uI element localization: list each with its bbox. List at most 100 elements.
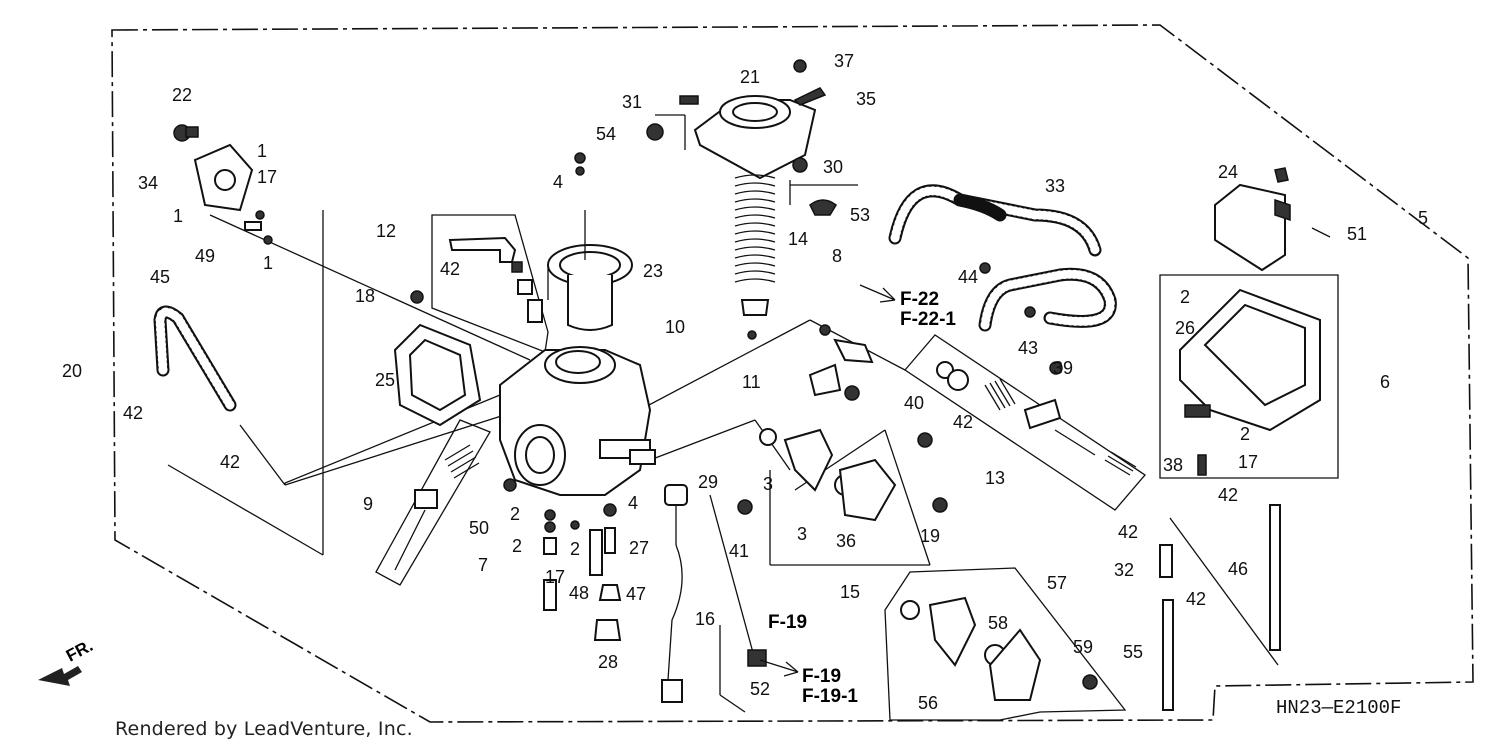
top-cover [646,59,837,216]
part-label-42[interactable]: 42 [220,452,240,472]
part-label-12[interactable]: 12 [376,221,396,241]
part-label-33[interactable]: 33 [1045,176,1065,196]
pilot-screw [394,444,480,571]
part-label-24[interactable]: 24 [1218,162,1238,182]
part-label-1[interactable]: 1 [257,141,267,161]
part-label-36[interactable]: 36 [836,531,856,551]
part-label-2[interactable]: 2 [570,539,580,559]
piston-spring [734,174,776,340]
part-label-52[interactable]: 52 [750,679,770,699]
part-label-22[interactable]: 22 [172,85,192,105]
part-label-21[interactable]: 21 [740,67,760,87]
accelerator-pump-group [936,361,1137,476]
ref-f19-1[interactable]: F-19-1 [802,686,858,707]
part-label-42[interactable]: 42 [1118,522,1138,542]
part-label-17[interactable]: 17 [257,167,277,187]
part-label-1[interactable]: 1 [173,206,183,226]
divider-hose [167,464,324,556]
part-label-4[interactable]: 4 [553,172,563,192]
part-label-59[interactable]: 59 [1073,637,1093,657]
part-label-23[interactable]: 23 [643,261,663,281]
part-label-42[interactable]: 42 [440,259,460,279]
part-label-20[interactable]: 20 [62,361,82,381]
part-label-15[interactable]: 15 [840,582,860,602]
part-label-39[interactable]: 39 [1053,358,1073,378]
part-label-46[interactable]: 46 [1228,559,1248,579]
float-chamber [1179,288,1321,476]
part-label-29[interactable]: 29 [698,472,718,492]
part-label-2[interactable]: 2 [510,504,520,524]
group-boundary-12 [431,214,549,353]
part-label-32[interactable]: 32 [1114,560,1134,580]
part-label-3[interactable]: 3 [763,474,773,494]
part-label-47[interactable]: 47 [626,584,646,604]
part-label-35[interactable]: 35 [856,89,876,109]
part-label-58[interactable]: 58 [988,613,1008,633]
part-label-37[interactable]: 37 [834,51,854,71]
part-label-25[interactable]: 25 [375,370,395,390]
part-label-2[interactable]: 2 [1180,287,1190,307]
part-label-57[interactable]: 57 [1047,573,1067,593]
part-label-31[interactable]: 31 [622,92,642,112]
part-label-28[interactable]: 28 [598,652,618,672]
part-label-8[interactable]: 8 [832,246,842,266]
part-label-42[interactable]: 42 [953,412,973,432]
part-label-41[interactable]: 41 [729,541,749,561]
needle-jet-group [448,236,543,323]
part-label-38[interactable]: 38 [1163,455,1183,475]
part-label-51[interactable]: 51 [1347,224,1367,244]
part-label-53[interactable]: 53 [850,205,870,225]
part-label-30[interactable]: 30 [823,157,843,177]
part-label-2[interactable]: 2 [512,536,522,556]
part-label-17[interactable]: 17 [545,567,565,587]
part-label-6[interactable]: 6 [1380,372,1390,392]
part-label-4[interactable]: 4 [628,493,638,513]
part-label-26[interactable]: 26 [1175,318,1195,338]
ref-f22-1[interactable]: F-22-1 [900,309,956,330]
part-label-43[interactable]: 43 [1018,338,1038,358]
part-label-19[interactable]: 19 [920,526,940,546]
part-label-5[interactable]: 5 [1418,208,1428,228]
diagram-code: HN23—E2100F [1276,697,1402,719]
accelerator-pump-cover [173,124,273,245]
part-label-27[interactable]: 27 [629,538,649,558]
part-label-13[interactable]: 13 [985,468,1005,488]
part-label-42[interactable]: 42 [1186,589,1206,609]
part-label-2[interactable]: 2 [1240,424,1250,444]
part-label-42[interactable]: 42 [1218,485,1238,505]
part-label-56[interactable]: 56 [918,693,938,713]
ref-f19-a[interactable]: F-19 [768,612,807,633]
part-label-54[interactable]: 54 [596,124,616,144]
part-label-11[interactable]: 11 [742,372,761,392]
vacuum-piston [547,152,633,331]
part-label-18[interactable]: 18 [355,286,375,306]
front-direction-label: FR. [63,636,96,666]
part-label-10[interactable]: 10 [665,317,685,337]
part-label-55[interactable]: 55 [1123,642,1143,662]
ref-arrow-f22 [859,284,896,303]
leader-lines [209,114,1279,713]
drain-tubes [1159,504,1281,711]
assembly-boundary [111,24,1474,723]
part-label-42[interactable]: 42 [123,403,143,423]
part-label-34[interactable]: 34 [138,173,158,193]
part-label-48[interactable]: 48 [569,583,589,603]
ref-f19-b[interactable]: F-19 [802,666,841,687]
part-label-14[interactable]: 14 [788,229,808,249]
part-label-50[interactable]: 50 [469,518,489,538]
part-label-7[interactable]: 7 [478,555,488,575]
part-label-44[interactable]: 44 [958,267,978,287]
part-label-1[interactable]: 1 [263,253,273,273]
part-label-17[interactable]: 17 [1238,452,1258,472]
part-label-40[interactable]: 40 [904,393,924,413]
group-boundary-9 [375,419,491,586]
part-label-16[interactable]: 16 [695,609,715,629]
ref-f22[interactable]: F-22 [900,289,939,310]
front-direction-arrow: FR. [38,636,96,686]
part-label-49[interactable]: 49 [195,246,215,266]
part-label-9[interactable]: 9 [363,494,373,514]
part-label-3[interactable]: 3 [797,524,807,544]
part-label-45[interactable]: 45 [150,267,170,287]
